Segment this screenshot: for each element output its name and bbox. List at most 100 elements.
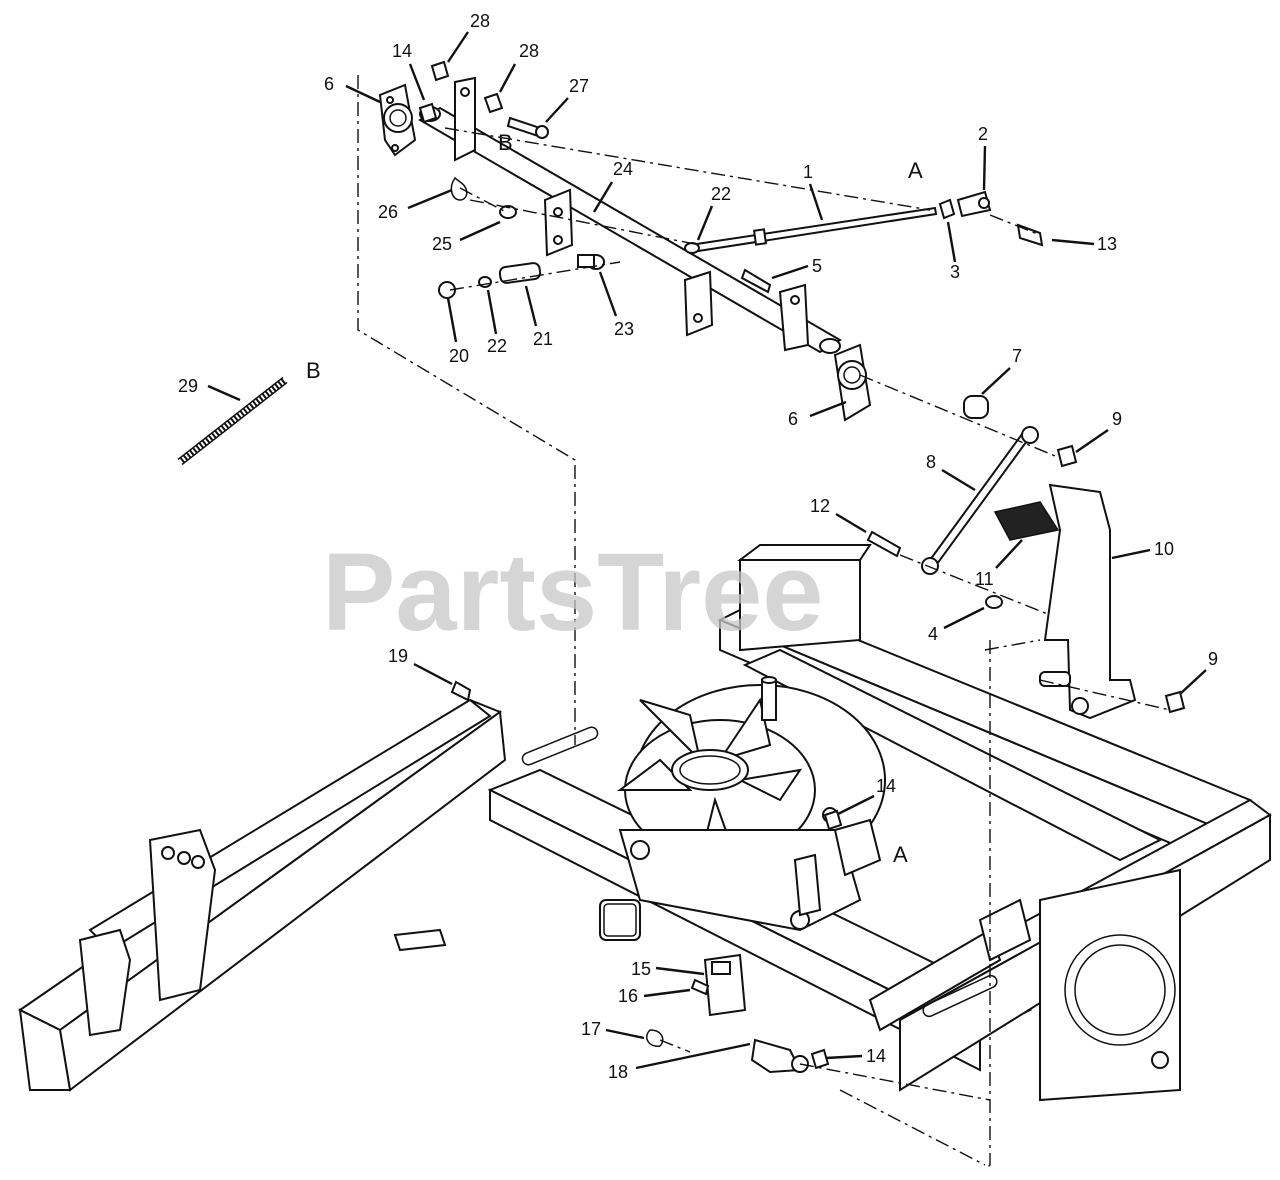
callout-number: 3 [950,262,960,282]
callout-6-right: 6 [788,400,847,429]
callout-12: 12 [810,496,867,534]
callout-number: 29 [178,376,198,396]
callout-number: 26 [378,202,398,222]
callout-number: 16 [618,986,638,1006]
callout-number: 19 [388,646,408,666]
control-shaft-assembly [378,60,1044,422]
callout-number: 22 [711,184,731,204]
callout-number: 23 [614,319,634,339]
callout-5: 5 [771,256,822,280]
callout-arrow [413,662,453,686]
callout-arrow [1051,238,1095,246]
callout-arrow [982,145,987,191]
callout-arrow [408,63,426,101]
callout-number: 9 [1112,409,1122,429]
callout-arrow [605,1028,645,1040]
watermark-text: PartsTree [322,531,823,654]
transaxle-assembly [599,676,886,1017]
callout-number: 25 [432,234,452,254]
phantom-lines [357,75,1171,1171]
callout-arrow [207,384,241,402]
callout-28-top: 28 [447,11,490,63]
callout-number: 10 [1154,539,1174,559]
callout-arrow [808,183,824,221]
callout-9-upper: 9 [1075,409,1122,453]
callout-arrow [1075,429,1109,453]
ref-letter-a-lower: A [893,842,908,867]
callout-arrow [498,63,517,93]
callout-arrow [635,1042,751,1070]
callout-number: 18 [608,1062,628,1082]
callout-number: 5 [812,256,822,276]
callout-arrow [825,1054,863,1060]
callouts: 28 28 14 27 6 2 1 24 22 26 25 13 3 5 20 … [178,11,1218,1082]
callout-25: 25 [432,220,501,254]
callout-arrow [981,367,1011,395]
callout-number: 14 [876,776,896,796]
callout-arrow [486,289,498,335]
callout-14-lower: 14 [825,1046,886,1066]
callout-11: 11 [975,539,1023,589]
callout-15: 15 [631,959,705,979]
callout-number: 12 [810,496,830,516]
callout-arrow [447,31,469,63]
callout-arrow [835,512,867,534]
callout-number: 14 [866,1046,886,1066]
callout-arrow [655,966,705,976]
extension-spring-29 [177,376,288,466]
callout-arrow [837,794,875,816]
callout-arrow [946,221,957,263]
callout-22-left: 22 [486,289,507,356]
callout-number: 27 [569,76,589,96]
callout-21: 21 [524,285,553,349]
callout-number: 9 [1208,649,1218,669]
callout-arrow [943,606,985,630]
callout-number: 17 [581,1019,601,1039]
callout-arrow [643,988,691,998]
callout-arrow [459,220,501,242]
callout-number: 7 [1012,346,1022,366]
callout-24: 24 [592,159,633,213]
callout-arrow [407,188,453,210]
callout-number: 8 [926,452,936,472]
callout-number: 21 [533,329,553,349]
callout-9-lower: 9 [1179,649,1218,695]
callout-6-left: 6 [324,74,381,104]
callout-18: 18 [608,1042,751,1082]
callout-3: 3 [946,221,960,282]
callout-16: 16 [618,986,691,1006]
callout-4: 4 [928,606,985,644]
callout-number: 24 [613,159,633,179]
callout-arrow [1179,669,1207,695]
callout-arrow [446,297,458,343]
callout-22-mid: 22 [696,184,731,241]
ref-letter-b-upper: B [498,130,513,155]
callout-number: 11 [975,569,994,589]
callout-number: 2 [978,124,988,144]
callout-arrow [941,468,976,492]
callout-arrow [545,97,569,123]
callout-arrow [592,181,614,213]
pedal-assembly [866,395,1186,720]
callout-7: 7 [981,346,1022,395]
callout-number: 22 [487,336,507,356]
callout-number: 6 [788,409,798,429]
callout-number: 15 [631,959,651,979]
callout-arrow [771,264,809,280]
ref-letter-b-spring: B [306,358,321,383]
callout-number: 6 [324,74,334,94]
callout-19: 19 [388,646,453,686]
reference-letters: A A B B [306,130,923,867]
callout-number: 4 [928,624,938,644]
callout-14-transaxle: 14 [837,776,896,816]
callout-arrow [696,205,714,241]
callout-arrow [995,539,1023,569]
callout-arrow [809,400,847,418]
callout-arrow [524,285,538,327]
callout-number: 28 [470,11,490,31]
callout-26: 26 [378,188,453,222]
callout-number: 1 [803,162,813,182]
callout-number: 20 [449,346,469,366]
callout-1: 1 [803,162,824,221]
